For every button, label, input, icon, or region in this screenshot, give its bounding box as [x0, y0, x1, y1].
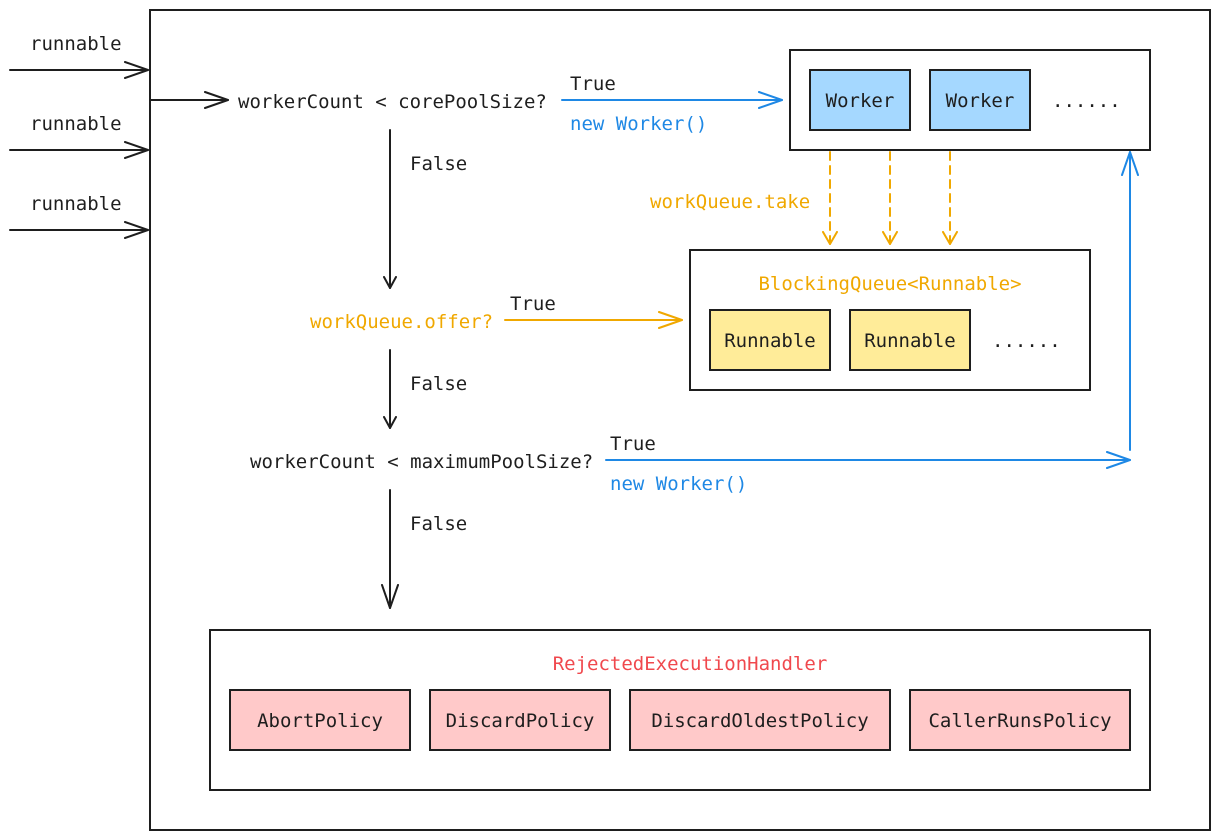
true-label-2: True [510, 293, 556, 315]
true-label-1: True [570, 73, 616, 95]
decision-max-pool: workerCount < maximumPoolSize? [250, 451, 593, 473]
false-label-3: False [410, 513, 467, 535]
policy-box-discard [429, 689, 611, 751]
worker-label-2: Worker [946, 90, 1015, 112]
queue-ellipsis: ...... [992, 330, 1061, 352]
decision-queue-offer: workQueue.offer? [310, 311, 493, 333]
runnable-box-1 [709, 309, 831, 371]
new-worker-label-1: new Worker() [570, 113, 707, 135]
false-label-2: False [410, 373, 467, 395]
decision-core-pool: workerCount < corePoolSize? [238, 91, 547, 113]
queue-title: BlockingQueue<Runnable> [758, 273, 1021, 295]
true-label-3: True [610, 433, 656, 455]
handler-title: RejectedExecutionHandler [553, 653, 828, 675]
policy-caller-runs: CallerRunsPolicy [928, 710, 1111, 732]
policy-abort: AbortPolicy [257, 710, 383, 732]
input-label-3: runnable [30, 193, 122, 215]
input-label-2: runnable [30, 113, 122, 135]
new-worker-label-2: new Worker() [610, 473, 747, 495]
worker-box-2 [929, 69, 1031, 131]
worker-box-1 [809, 69, 911, 131]
input-label-1: runnable [30, 33, 122, 55]
policy-discard: DiscardPolicy [446, 710, 595, 732]
policy-box-discard-oldest [629, 689, 891, 751]
policy-box-abort [229, 689, 411, 751]
runnable-box-2 [849, 309, 971, 371]
false-label-1: False [410, 153, 467, 175]
take-label: workQueue.take [650, 191, 810, 213]
runnable-label-2: Runnable [864, 330, 956, 352]
runnable-label-1: Runnable [724, 330, 816, 352]
policy-box-caller-runs [909, 689, 1131, 751]
worker-ellipsis: ...... [1052, 90, 1121, 112]
thread-pool-frame [149, 9, 1211, 831]
policy-discard-oldest: DiscardOldestPolicy [651, 710, 868, 732]
worker-label-1: Worker [826, 90, 895, 112]
